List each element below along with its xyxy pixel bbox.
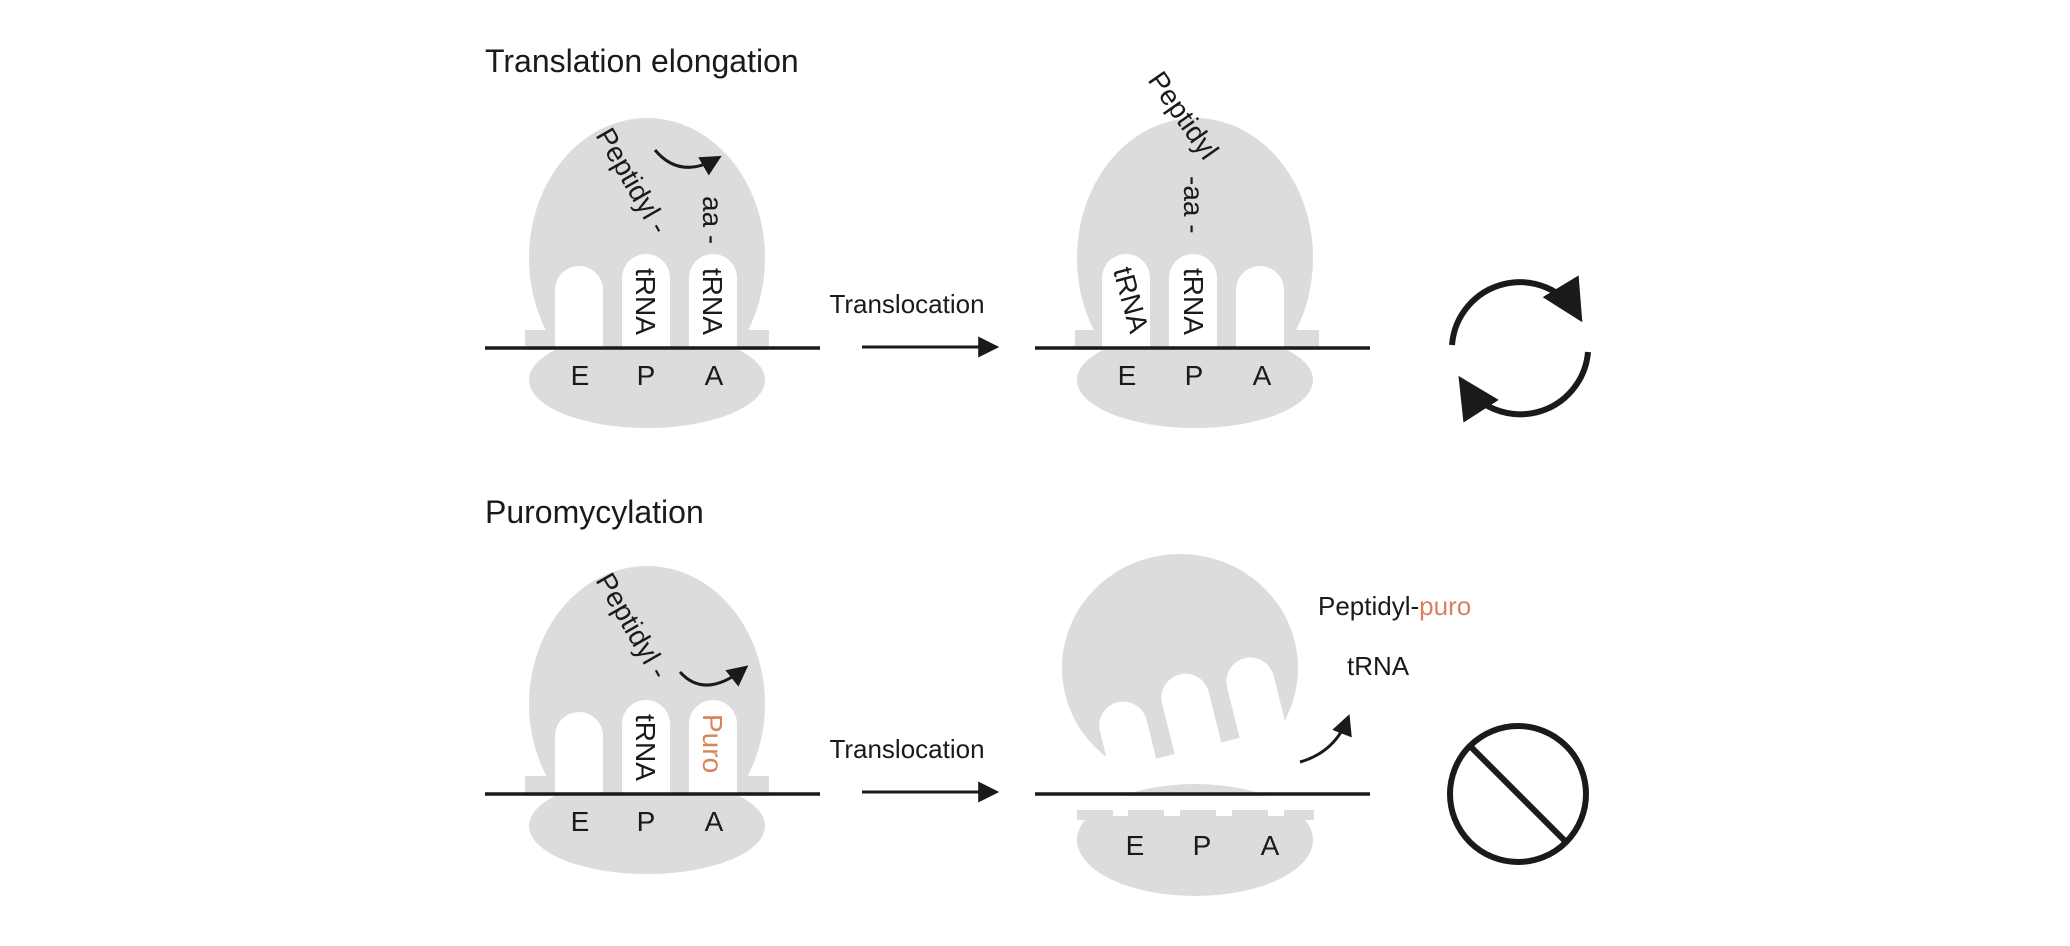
puro-label: Puro (697, 714, 728, 773)
ribosome-2 (1075, 118, 1319, 428)
trna-p-label-1: tRNA (630, 268, 661, 335)
elongation-title: Translation elongation (485, 43, 799, 79)
site-e-2: E (1118, 360, 1137, 391)
site-p-2: P (1185, 360, 1204, 391)
site-a-3: A (705, 806, 724, 837)
transfer-arrow-1 (653, 149, 722, 176)
aa-label-1: aa - (697, 196, 728, 244)
trna-p-label-3: tRNA (630, 714, 661, 781)
site-p-1: P (637, 360, 656, 391)
ribosome-small-subunit (1077, 784, 1314, 896)
peptidyl-puro-prefix: Peptidyl- (1318, 591, 1419, 621)
site-a-4: A (1261, 830, 1280, 861)
site-a-1: A (705, 360, 724, 391)
ribosome-1 (525, 118, 769, 428)
peptidyl-aa-label-2-part: -aa - (1178, 176, 1209, 234)
site-e-4: E (1126, 830, 1145, 861)
trna-p-label-2: tRNA (1178, 268, 1209, 335)
ribosome-large-subunit-dissociated (1062, 554, 1322, 817)
site-e-3: E (571, 806, 590, 837)
translocation-label-2: Translocation (829, 734, 984, 764)
translocation-label-1: Translocation (829, 289, 984, 319)
peptidyl-puro-label: Peptidyl-puro (1318, 591, 1471, 621)
circular-arrows-icon (1449, 275, 1591, 423)
site-e-1: E (571, 360, 590, 391)
peptidyl-puro-suffix: puro (1419, 591, 1471, 621)
transfer-arrow-3 (678, 665, 749, 687)
release-arrow (1299, 714, 1352, 764)
site-p-4: P (1193, 830, 1212, 861)
site-p-3: P (637, 806, 656, 837)
ribosome-3 (525, 566, 769, 874)
prohibition-icon (1447, 723, 1589, 865)
puromycylation-title: Puromycylation (485, 494, 704, 530)
trna-a-label-1: tRNA (697, 268, 728, 335)
released-trna-label: tRNA (1347, 651, 1410, 681)
site-a-2: A (1253, 360, 1272, 391)
